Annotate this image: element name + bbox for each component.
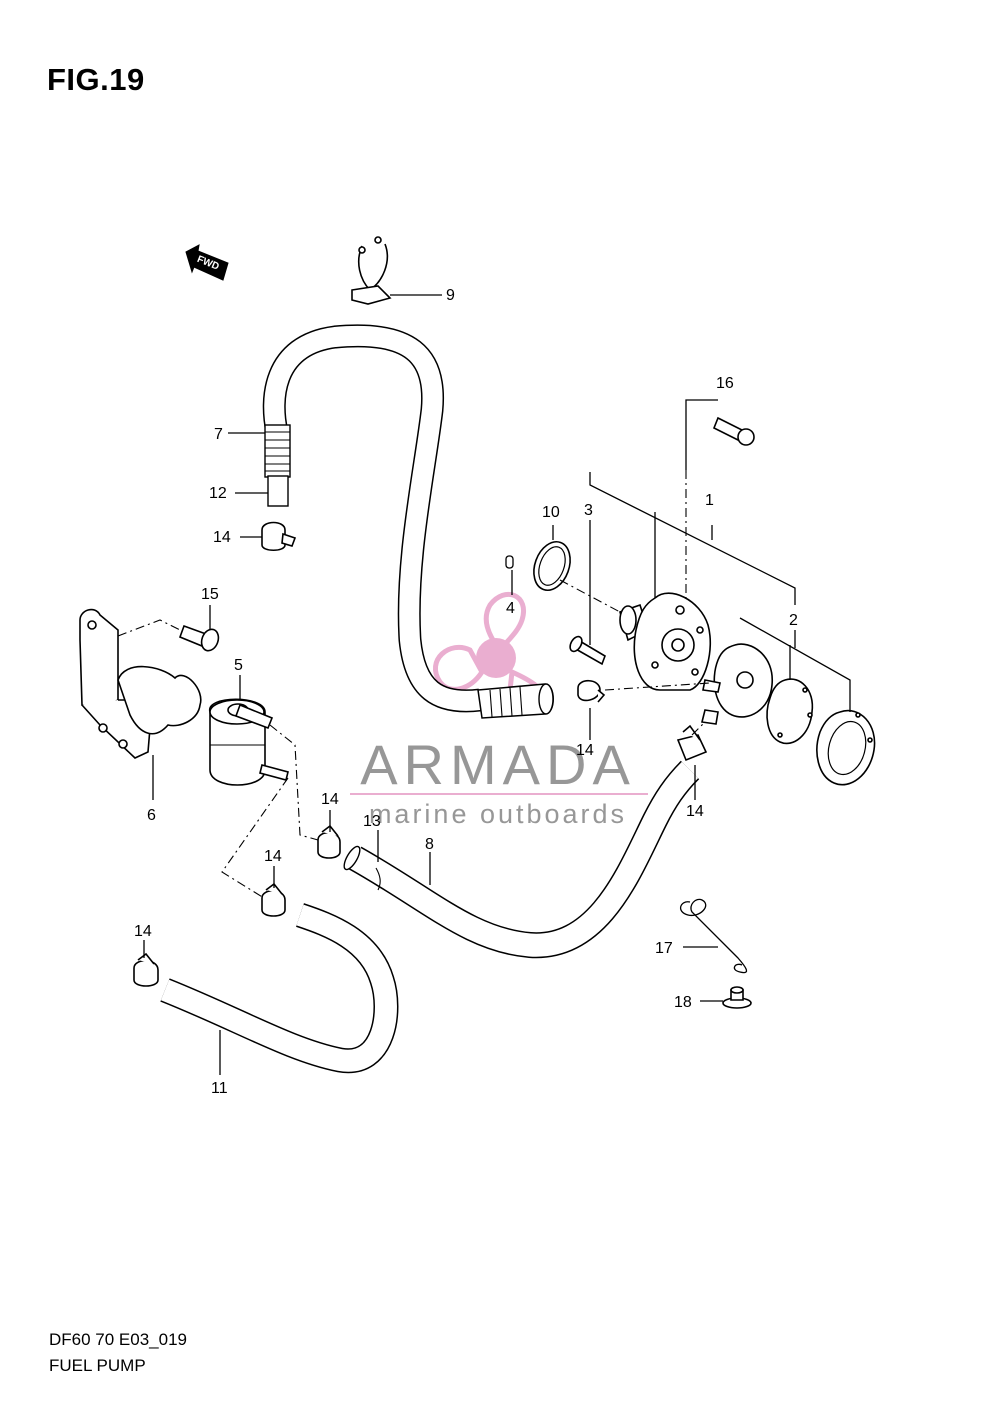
bolt-16	[712, 416, 755, 446]
fwd-arrow-icon: FWD	[185, 244, 229, 281]
callout-6: 6	[147, 807, 156, 824]
screw-3	[569, 635, 606, 666]
callout-14-right: 14	[686, 803, 704, 820]
pipe-12	[267, 475, 289, 507]
callout-5: 5	[234, 657, 243, 674]
callout-17: 17	[655, 940, 673, 957]
fuel-filter-5	[209, 698, 289, 786]
hose-clamp-14-mid	[317, 824, 341, 859]
callout-8: 8	[425, 836, 434, 853]
watermark-tagline: marine outboards	[369, 799, 627, 829]
fuel-hose-7	[262, 324, 554, 719]
fuel-pump-1	[619, 592, 712, 691]
callout-12: 12	[209, 485, 227, 502]
hose-7-corrugation	[264, 424, 291, 478]
callout-16: 16	[716, 375, 734, 392]
callout-9: 9	[446, 287, 455, 304]
fuel-hose-8	[343, 760, 700, 959]
callout-1: 1	[705, 492, 714, 509]
callout-15: 15	[201, 586, 219, 603]
hose-clamp-14-right	[676, 724, 708, 762]
callout-18: 18	[674, 994, 692, 1011]
callout-14-pump: 14	[576, 742, 594, 759]
o-ring-10	[533, 540, 571, 592]
hose-clamp-14-left	[133, 952, 159, 987]
callout-3: 3	[584, 502, 593, 519]
watermark-brand: ARMADA	[360, 733, 636, 796]
hose-clamp-14-pump	[577, 679, 606, 703]
grommet-18	[722, 986, 752, 1009]
hose-7-end-corrugation	[477, 683, 554, 719]
spring-clip-17	[680, 898, 748, 974]
leader-lines	[143, 294, 851, 1075]
callout-14-left: 14	[134, 923, 152, 940]
figure-code: DF60 70 E03_019	[49, 1330, 187, 1349]
callout-14-lower: 14	[264, 848, 282, 865]
bracket-6	[79, 608, 202, 759]
figure-name: FUEL PUMP	[49, 1356, 146, 1375]
armada-watermark: ARMADA marine outboards	[350, 591, 648, 829]
diaphragm-kit-2	[701, 643, 876, 786]
callout-10: 10	[542, 504, 560, 521]
hose-clamp-14-top	[261, 521, 297, 552]
hose-clip-9	[351, 236, 392, 305]
fuel-hose-11	[160, 903, 399, 1074]
dashed-lines	[117, 470, 711, 899]
callout-4: 4	[506, 600, 515, 617]
figure-title: FIG.19	[47, 62, 145, 97]
callout-11: 11	[211, 1080, 228, 1097]
pin-4	[505, 555, 514, 569]
callout-14-top: 14	[213, 529, 231, 546]
callout-13: 13	[363, 813, 381, 830]
callout-7: 7	[214, 426, 223, 443]
callout-14-mid: 14	[321, 791, 339, 808]
callout-labels: 9 16 7 12 1 3 10 14 15 4 2 5 14 14 14 6 …	[134, 287, 798, 1097]
bolt-15	[178, 624, 220, 652]
callout-2: 2	[789, 612, 798, 629]
hose-clamp-14-lower	[261, 882, 286, 917]
